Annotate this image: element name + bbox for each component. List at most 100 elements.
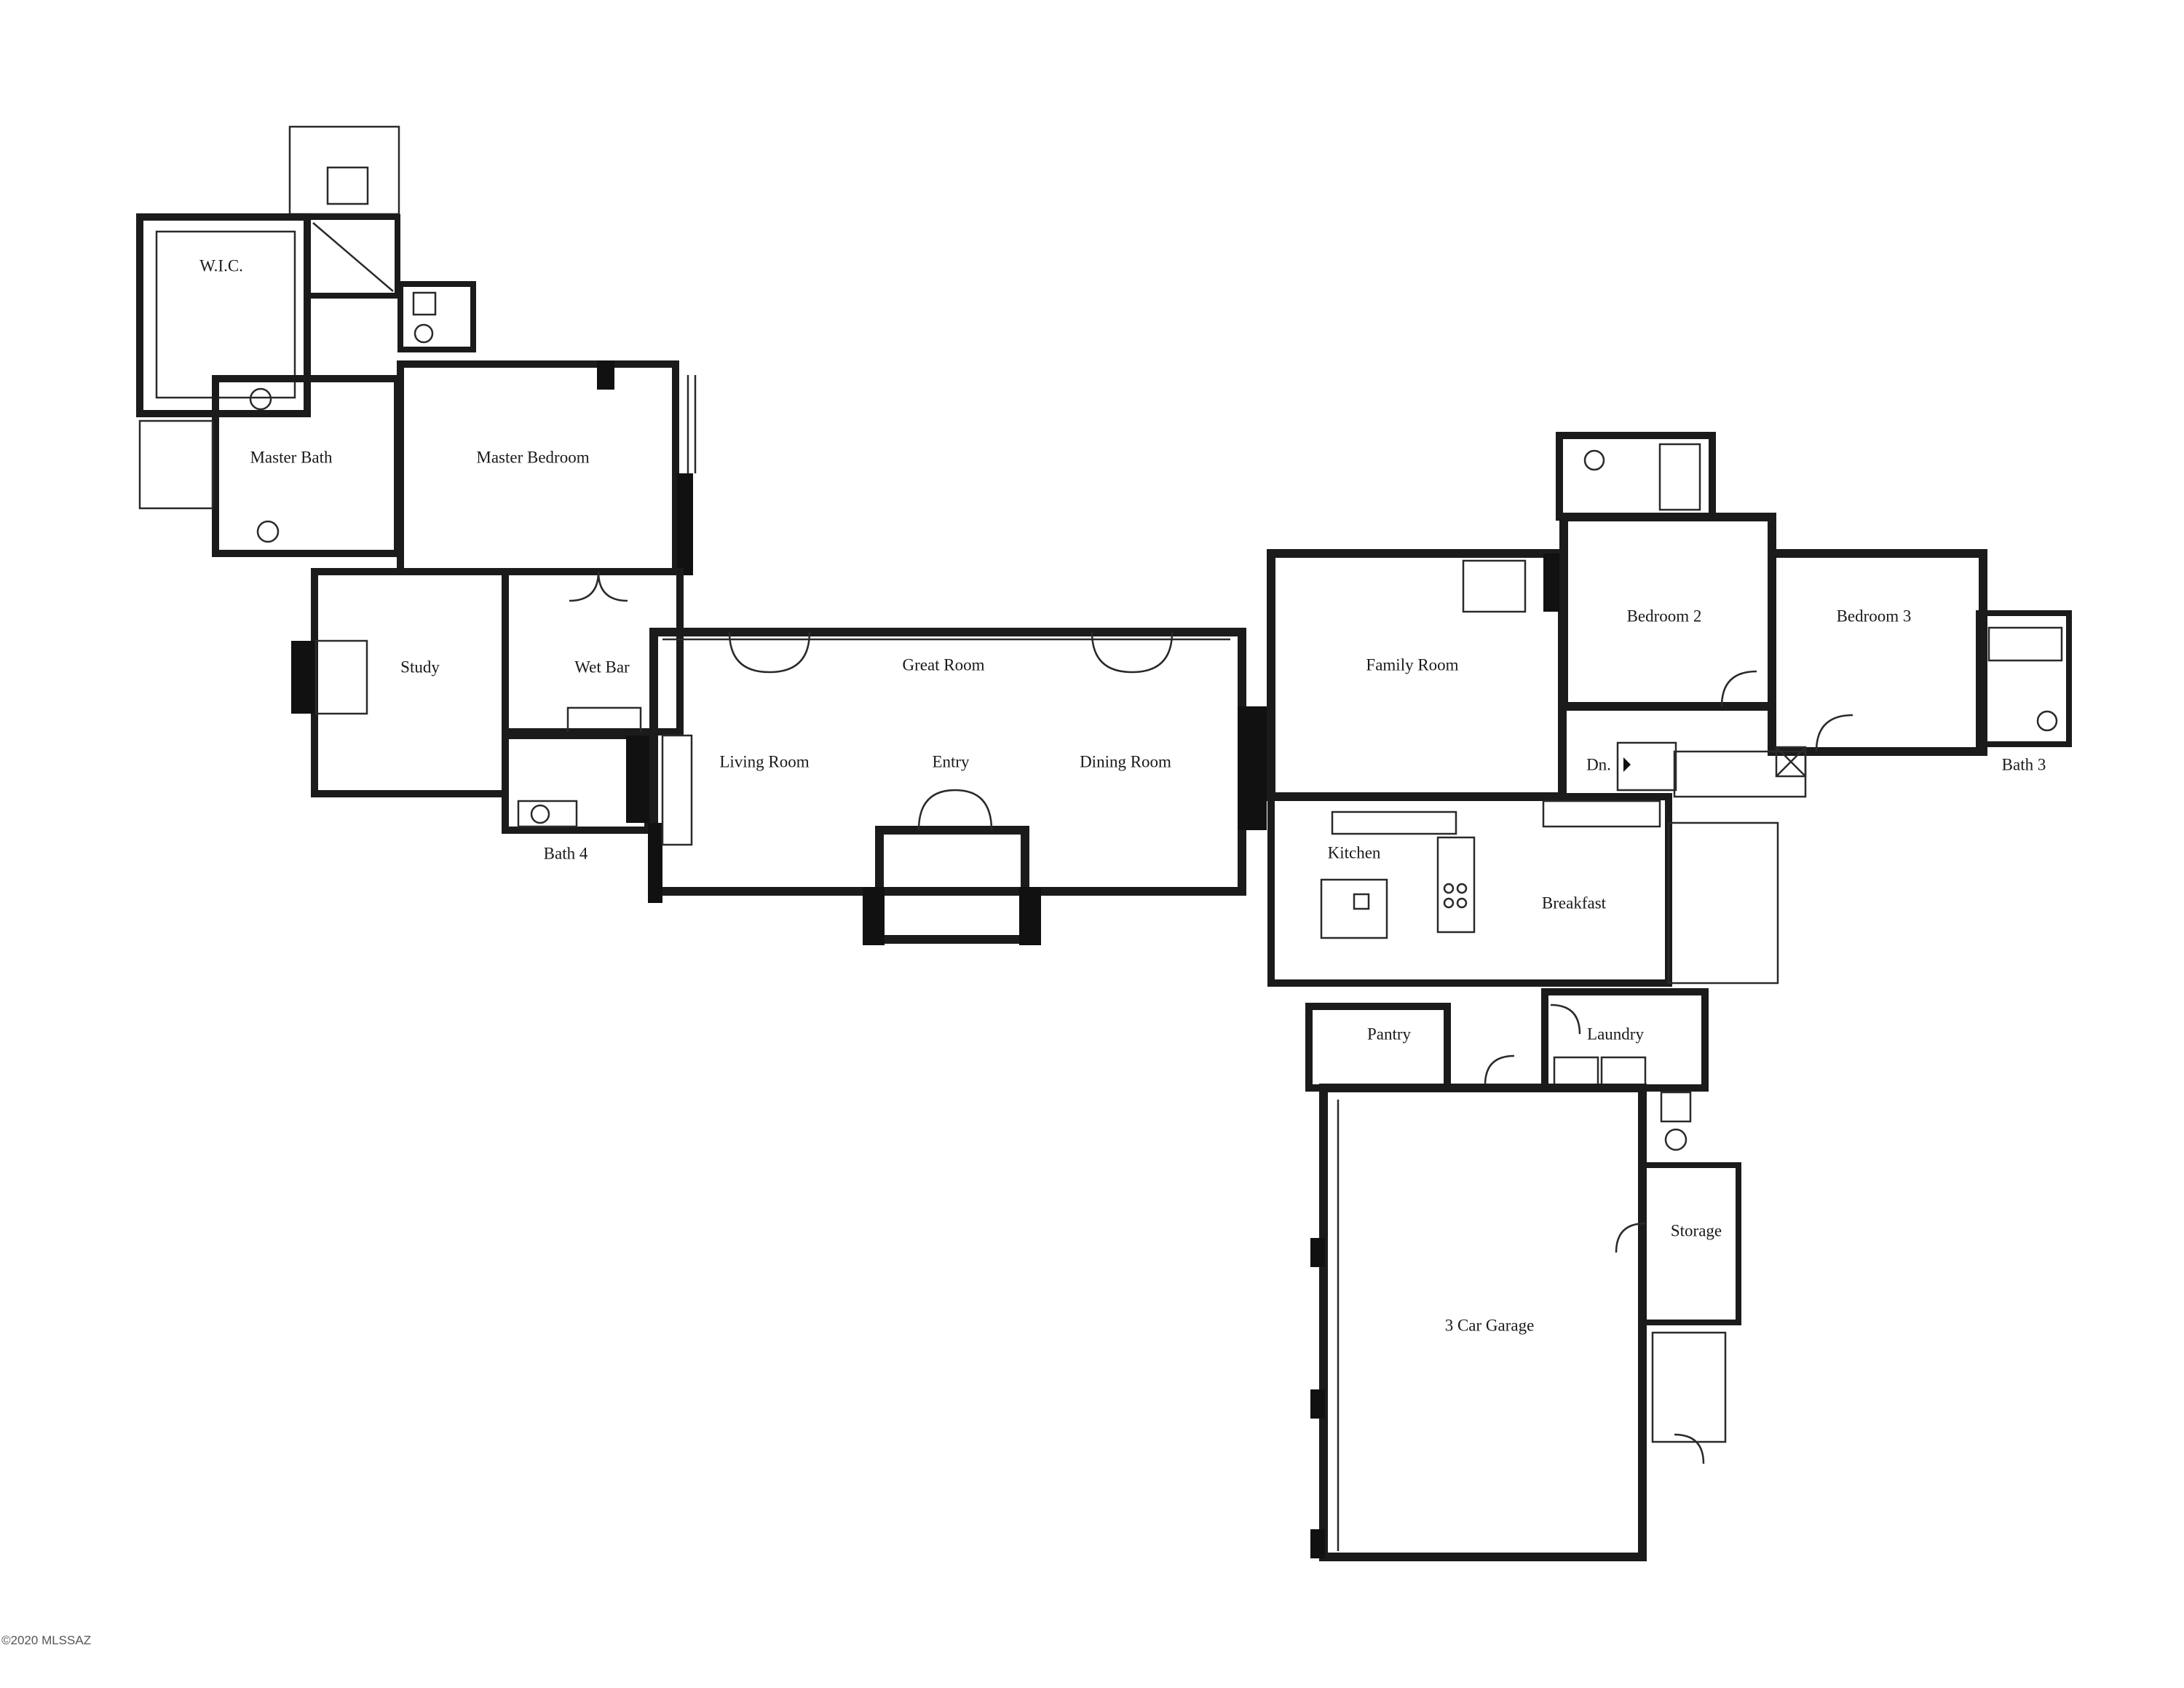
french-door [1131,631,1174,674]
great-room-walls [648,628,1267,945]
master-bedroom-walls [397,360,679,575]
balcony-outline [288,125,400,216]
hall-closet [1673,750,1807,798]
patio-outline [1667,821,1779,985]
bath3-walls [1976,610,2072,747]
garage-pier [1310,1389,1325,1419]
kitchen-island [1320,878,1388,939]
burner [1443,883,1455,894]
label-master-bath: Master Bath [250,448,333,466]
door-swing [1815,714,1853,752]
family-kitchen-walls [1267,549,1779,1092]
room-labels: W.I.C. Master Bath Master Bedroom Study … [199,256,2046,1334]
door-swing [1484,1054,1515,1086]
tub [517,800,578,828]
label-bath4: Bath 4 [544,844,588,862]
stair-treads [1462,559,1527,613]
label-dining-room: Dining Room [1080,752,1171,770]
entry-pier [863,887,885,945]
label-wic: W.I.C. [199,256,243,275]
label-bath3: Bath 3 [2002,755,2046,773]
family-room-walls [1267,549,1567,801]
label-garage: 3 Car Garage [1445,1316,1535,1334]
label-down: Dn. [1586,755,1611,773]
label-bedroom2: Bedroom 2 [1627,607,1702,625]
label-bedroom3: Bedroom 3 [1837,607,1912,625]
door-swing [597,571,628,602]
bedroom3-walls [1768,549,1987,756]
breakfast-counter [1542,800,1661,828]
wic-shelves [155,230,296,399]
french-door [769,631,811,674]
door-swing [569,571,600,602]
shower-walls [304,214,400,299]
wc-bowl [414,323,434,344]
cooktop-counter [1436,836,1476,934]
wc-walls [397,281,476,352]
wic-walls [136,213,311,417]
kitchen-breakfast-walls [1267,793,1672,987]
wall-block [648,823,662,903]
entry-vestibule [875,826,1029,944]
pantry-walls [1305,1003,1451,1092]
hearth [314,639,368,715]
burner [1443,897,1455,909]
label-entry: Entry [932,752,970,770]
fireplace-2 [626,735,651,823]
burner [1456,883,1468,894]
door-swing [1615,1222,1646,1253]
label-breakfast: Breakfast [1542,894,1607,912]
watermark: ©2020 MLSSAZ [1,1633,91,1647]
wall-block [677,473,693,575]
entry-door [917,789,956,831]
balcony-planter [326,166,369,205]
tub-outline [138,419,214,510]
dryer [1600,1056,1647,1086]
wall-block [597,360,614,390]
stair-down [1616,741,1677,792]
french-door [728,631,770,674]
hearth-tiles [661,734,693,846]
study-wing-walls [291,568,684,834]
label-pantry: Pantry [1367,1025,1412,1043]
label-master-bedroom: Master Bedroom [476,448,589,466]
label-kitchen: Kitchen [1328,843,1381,861]
down-arrow-icon [1623,757,1631,772]
label-great-room: Great Room [902,655,984,674]
shower-diagonal [312,222,394,292]
island-sink [1353,893,1370,910]
label-wet-bar: Wet Bar [574,658,630,676]
french-door [1091,631,1133,674]
bath3-sink [2036,710,2058,732]
washer [1553,1056,1599,1086]
dining-fireplace [1238,706,1267,830]
label-storage: Storage [1671,1221,1722,1239]
side-porch [1651,1331,1727,1443]
label-study: Study [400,658,440,676]
bath2-walls [1556,432,1716,521]
label-laundry: Laundry [1587,1025,1644,1043]
garage-walls [1310,1084,1741,1561]
tub-drain [530,804,550,824]
garage-pier [1310,1238,1325,1267]
label-family-room: Family Room [1366,655,1458,674]
entry-pier [1019,887,1041,945]
entry-door [954,789,993,831]
bath2-tub [1658,443,1701,511]
door-swing [1720,670,1757,707]
sink-1 [249,387,272,411]
bath3-tub [1987,626,2063,662]
bath2-sink [1583,449,1605,471]
master-suite-walls [136,125,697,575]
door-swing [1550,1003,1581,1035]
sink-2 [256,520,280,543]
storage-walls [1639,1162,1741,1325]
utility-circle [1664,1128,1688,1151]
fireplace [291,641,316,714]
study-walls [311,568,509,797]
door-swing [1674,1433,1705,1464]
garage-pier [1310,1529,1325,1558]
label-living-room: Living Room [719,752,809,770]
kitchen-counter [1331,811,1457,835]
